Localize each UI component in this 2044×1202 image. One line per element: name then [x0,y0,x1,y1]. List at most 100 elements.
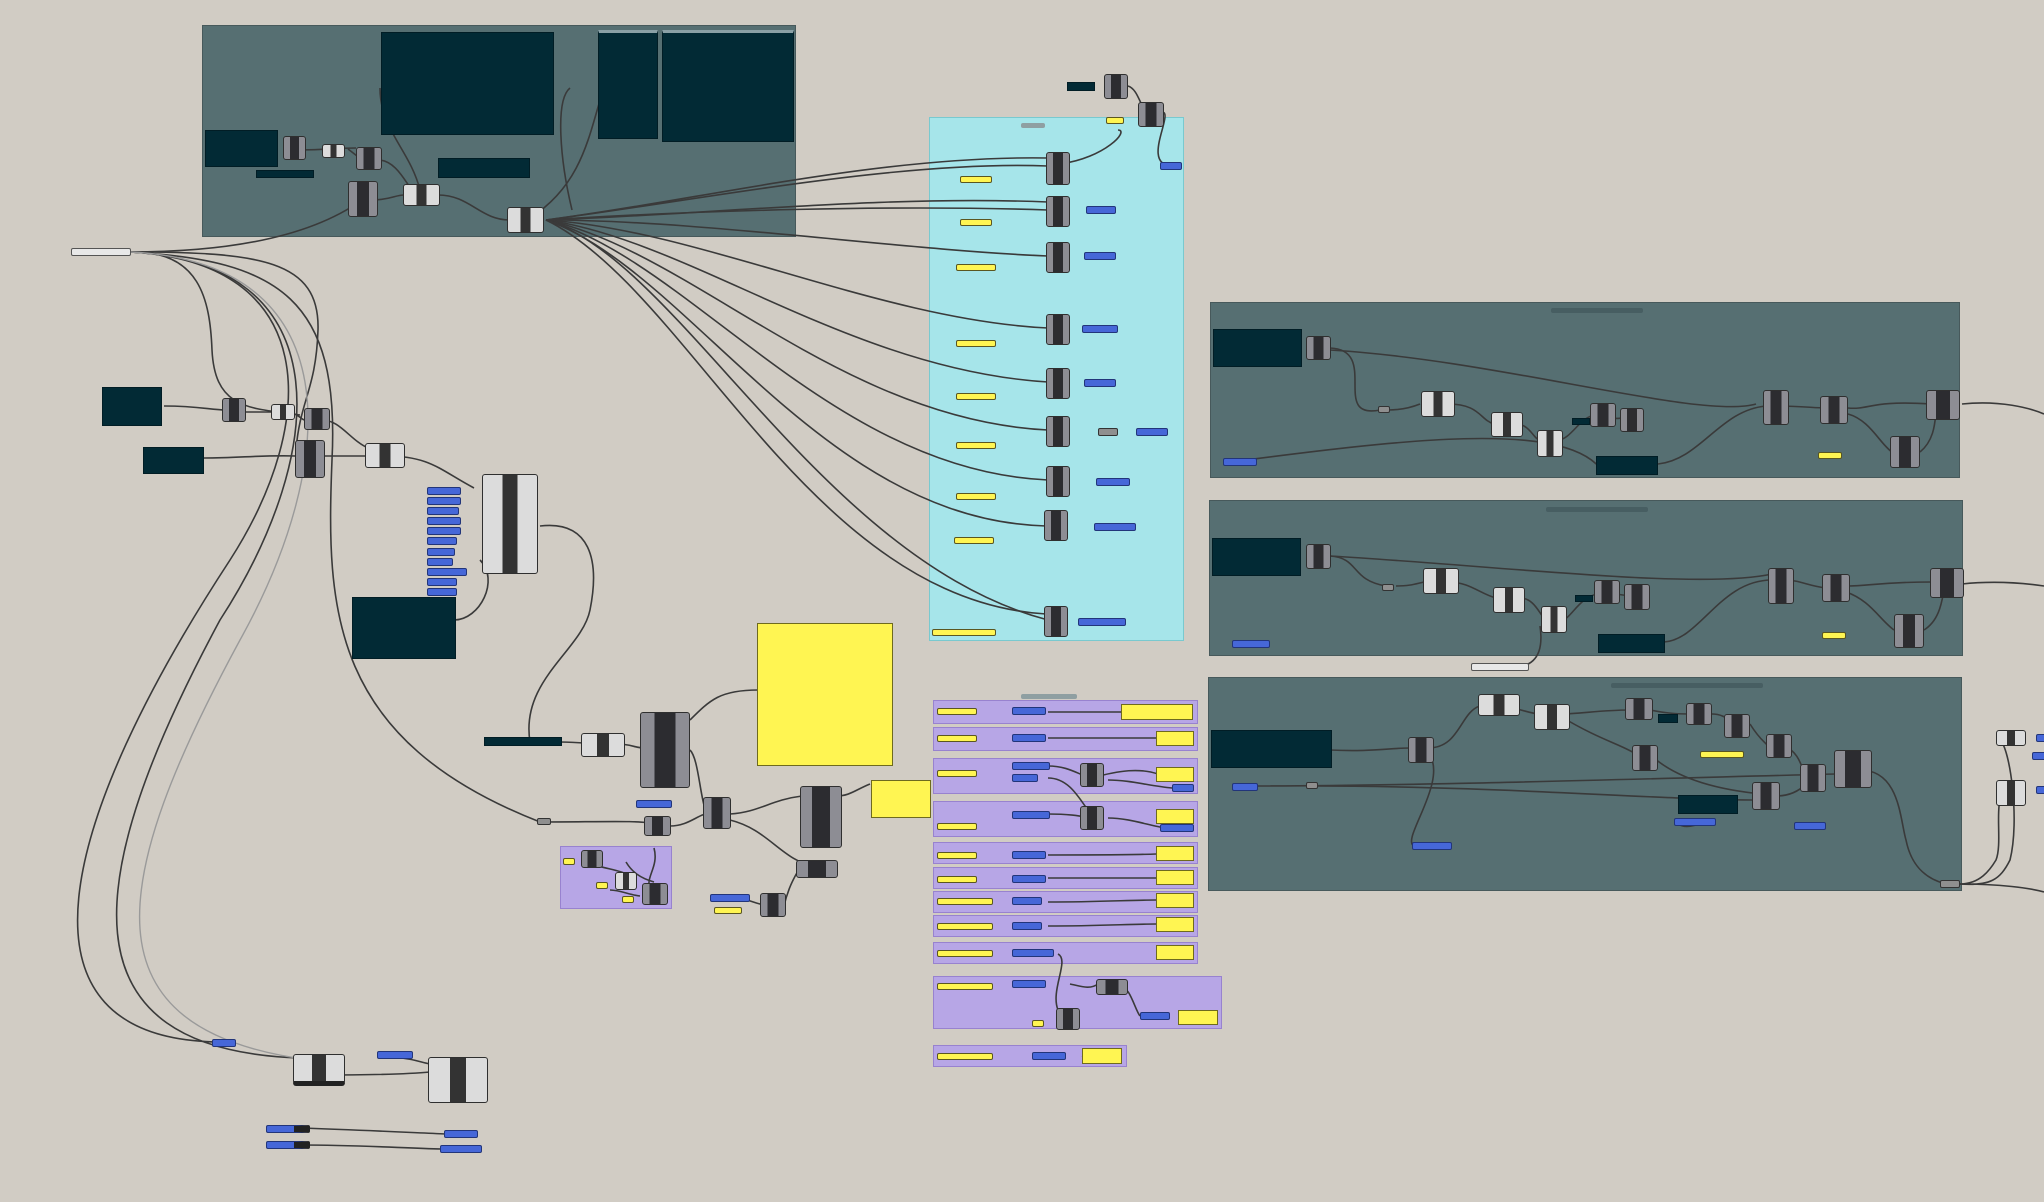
blue-param[interactable] [427,568,467,576]
component[interactable] [482,474,538,574]
blue-param[interactable] [1096,478,1130,486]
blue-param[interactable] [1012,774,1038,782]
blue-param[interactable] [1172,784,1194,792]
yellow-param[interactable] [956,442,996,449]
blue-param[interactable] [1012,762,1050,770]
blue-param[interactable] [1232,783,1258,791]
component[interactable] [1423,568,1459,594]
component[interactable] [1046,416,1070,447]
yellow-param[interactable] [1700,751,1744,758]
component[interactable] [1306,336,1331,360]
component[interactable] [1080,806,1104,830]
component[interactable] [1491,412,1523,437]
panel[interactable] [1598,634,1665,653]
yellow-param[interactable] [1822,632,1846,639]
component[interactable] [1046,152,1070,185]
blue-param[interactable] [1012,949,1054,957]
component[interactable] [581,733,625,757]
component[interactable] [348,181,378,217]
component[interactable] [796,860,838,878]
yellow-param[interactable] [563,858,575,865]
component[interactable] [1408,737,1434,763]
yellow-panel[interactable] [1156,731,1194,746]
blue-param[interactable] [1084,379,1116,387]
panel[interactable] [1212,538,1301,576]
yellow-panel[interactable] [1156,870,1194,885]
blue-param[interactable] [1094,523,1136,531]
component[interactable] [1930,568,1964,598]
component[interactable] [1046,368,1070,399]
blue-param[interactable] [427,507,459,515]
yellow-param[interactable] [956,340,996,347]
panel[interactable] [1658,714,1678,723]
blue-param[interactable] [1412,842,1452,850]
blue-param[interactable] [1232,640,1270,648]
component[interactable] [428,1057,488,1103]
blue-param[interactable] [427,487,461,495]
component[interactable] [1822,574,1850,602]
component[interactable] [507,207,544,233]
component[interactable] [295,440,325,478]
component[interactable] [1098,428,1118,436]
panel[interactable] [598,30,658,139]
blue-param[interactable] [444,1130,478,1138]
component[interactable] [1421,391,1455,417]
yellow-param[interactable] [937,1053,993,1060]
component[interactable] [1478,694,1520,716]
yellow-param[interactable] [1032,1020,1044,1027]
blue-param[interactable] [266,1125,310,1133]
yellow-panel[interactable] [1082,1048,1122,1064]
blue-param[interactable] [377,1051,413,1059]
component[interactable] [365,443,405,468]
panel[interactable] [662,30,794,142]
component[interactable] [1620,408,1644,432]
blue-param[interactable] [1012,875,1046,883]
blue-param[interactable] [1032,1052,1066,1060]
component[interactable] [1763,390,1789,425]
yellow-panel[interactable] [1156,945,1194,960]
panel[interactable] [143,447,204,474]
blue-param[interactable] [427,588,457,596]
component[interactable] [1306,544,1331,569]
yellow-param[interactable] [937,823,977,830]
blue-param[interactable] [427,578,457,586]
component[interactable] [1834,750,1872,788]
panel[interactable] [1596,456,1658,475]
component[interactable] [1940,880,1960,888]
component[interactable] [1378,406,1390,413]
yellow-param[interactable] [956,264,996,271]
blue-param[interactable] [1674,818,1716,826]
component[interactable] [581,850,603,868]
blue-param[interactable] [427,517,461,525]
group-right-dark-1[interactable] [1210,302,1960,478]
yellow-param[interactable] [937,876,977,883]
yellow-param[interactable] [1106,117,1124,124]
yellow-panel[interactable] [871,780,931,818]
component[interactable] [283,136,306,160]
component[interactable] [703,797,731,829]
component[interactable] [1493,587,1525,613]
component[interactable] [1096,979,1128,995]
blue-param[interactable] [1012,707,1046,715]
component[interactable] [1800,764,1826,792]
component[interactable] [304,408,330,430]
component[interactable] [1632,745,1658,771]
blue-param[interactable] [1223,458,1257,466]
yellow-param[interactable] [956,493,996,500]
component[interactable] [1046,314,1070,345]
blue-param[interactable] [1012,922,1042,930]
blue-param[interactable] [1012,811,1050,819]
yellow-param[interactable] [954,537,994,544]
panel[interactable] [381,32,554,135]
component[interactable] [800,786,842,848]
component[interactable] [1104,74,1128,99]
component[interactable] [1590,403,1616,427]
component[interactable] [1534,704,1570,730]
yellow-param[interactable] [960,219,992,226]
component[interactable] [1686,703,1712,725]
yellow-param[interactable] [937,770,977,777]
yellow-param[interactable] [937,923,993,930]
panel[interactable] [1211,730,1332,768]
component[interactable] [1382,584,1394,591]
blue-param[interactable] [710,894,750,902]
